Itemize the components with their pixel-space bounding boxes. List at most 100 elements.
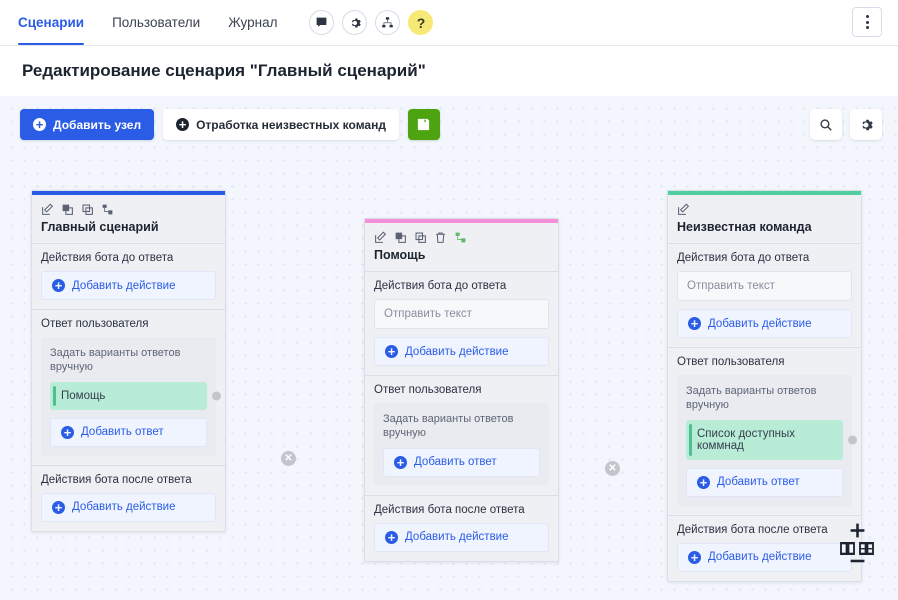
- section-label: Действия бота до ответа: [677, 252, 810, 264]
- add-action-after-button[interactable]: Добавить действие: [374, 522, 549, 552]
- answers-panel: Задать варианты ответов вручную Добавить…: [374, 403, 549, 486]
- overflow-menu-button[interactable]: [852, 7, 882, 37]
- nav-tab-scenarios-label: Сценарии: [18, 15, 85, 30]
- zoom-out-icon[interactable]: [849, 558, 866, 564]
- help-icon-glyph: ?: [416, 14, 426, 31]
- fit-selection-icon[interactable]: [859, 542, 874, 555]
- node-card-main[interactable]: Главный сценарий Действия бота до ответа…: [31, 190, 226, 532]
- add-answer-label: Добавить ответ: [81, 426, 164, 439]
- fit-view-icon[interactable]: [840, 542, 855, 555]
- add-answer-button[interactable]: Добавить ответ: [50, 417, 207, 447]
- branch-icon[interactable]: [454, 231, 467, 244]
- add-action-label: Добавить действие: [72, 279, 176, 292]
- help-icon[interactable]: ?: [408, 10, 434, 35]
- fit-buttons-row: [840, 542, 874, 555]
- sitemap-icon[interactable]: [375, 10, 401, 35]
- add-action-after-button[interactable]: Добавить действие: [677, 542, 852, 572]
- node-title: Неизвестная команда: [677, 220, 812, 234]
- add-answer-label: Добавить ответ: [414, 456, 497, 469]
- scenario-canvas[interactable]: Добавить узел Отработка неизвестных кома…: [0, 96, 898, 600]
- section-label: Ответ пользователя: [374, 384, 482, 396]
- plus-icon: [33, 118, 46, 131]
- canvas-toolbar: Добавить узел Отработка неизвестных кома…: [20, 109, 440, 140]
- chip-connector-handle[interactable]: [848, 435, 857, 445]
- node-header: Неизвестная команда: [668, 195, 861, 244]
- node-section-before: Действия бота до ответа Отправить текст …: [668, 244, 861, 348]
- copy-icon[interactable]: [394, 231, 407, 244]
- copy-icon[interactable]: [61, 203, 74, 216]
- node-section-after: Действия бота после ответа Добавить дейс…: [668, 516, 861, 581]
- node-card-help[interactable]: Помощь Действия бота до ответа Отправить…: [364, 218, 559, 562]
- answer-chip[interactable]: Список доступных коммнад: [686, 419, 857, 460]
- page-title: Редактирование сценария "Главный сценари…: [0, 46, 898, 96]
- zoom-in-icon[interactable]: [849, 522, 866, 539]
- section-label: Действия бота после ответа: [374, 503, 525, 516]
- duplicate-icon[interactable]: [81, 203, 94, 216]
- gear-icon[interactable]: [342, 10, 368, 35]
- edge-delete-main-help[interactable]: ✕: [281, 451, 296, 466]
- edit-icon[interactable]: [374, 231, 387, 244]
- zoom-controls: [840, 522, 874, 564]
- add-action-label: Добавить действие: [708, 317, 812, 330]
- add-action-before-button[interactable]: Добавить действие: [374, 337, 549, 366]
- nav-tab-journal-label: Журнал: [228, 15, 278, 30]
- trash-icon[interactable]: [434, 231, 447, 244]
- answers-panel: Задать варианты ответов вручную Список д…: [677, 375, 857, 506]
- nav-tab-journal[interactable]: Журнал: [214, 0, 291, 45]
- plus-icon: [394, 455, 407, 469]
- node-accent-bar: [668, 191, 861, 195]
- node-title: Главный сценарий: [41, 220, 159, 234]
- edge-delete-help-unknown[interactable]: ✕: [605, 461, 620, 476]
- node-section-after: Действия бота после ответа Добавить дейс…: [32, 466, 225, 531]
- plus-icon: [385, 345, 398, 358]
- add-action-after-button[interactable]: Добавить действие: [41, 492, 216, 522]
- answer-chip-label: Список доступных коммнад: [697, 427, 796, 452]
- edge-delete-glyph: ✕: [608, 462, 617, 474]
- edit-icon[interactable]: [41, 203, 54, 216]
- gear-icon[interactable]: [850, 109, 882, 140]
- search-icon[interactable]: [810, 109, 842, 140]
- section-label: Действия бота до ответа: [41, 252, 174, 264]
- nav-tab-scenarios[interactable]: Сценарии: [18, 0, 98, 45]
- before-action-field[interactable]: Отправить текст: [374, 299, 549, 329]
- node-icon-row: [374, 231, 549, 244]
- unknown-commands-button[interactable]: Отработка неизвестных команд: [163, 109, 399, 140]
- kebab-dot: [865, 26, 869, 29]
- add-action-before-button[interactable]: Добавить действие: [41, 271, 216, 300]
- chip-connector-handle[interactable]: [212, 391, 221, 401]
- answers-mode-label: Задать варианты ответов вручную: [50, 347, 181, 374]
- unknown-commands-label: Отработка неизвестных команд: [196, 117, 386, 132]
- add-action-before-button[interactable]: Добавить действие: [677, 309, 852, 338]
- nav-tab-users-label: Пользователи: [112, 15, 201, 30]
- node-section-answer: Ответ пользователя Задать варианты ответ…: [32, 310, 225, 466]
- section-label: Ответ пользователя: [677, 356, 785, 368]
- add-answer-button[interactable]: Добавить ответ: [686, 467, 843, 497]
- chat-icon[interactable]: [309, 10, 335, 35]
- add-node-button[interactable]: Добавить узел: [20, 109, 155, 140]
- answers-mode-label: Задать варианты ответов вручную: [686, 385, 817, 412]
- duplicate-icon[interactable]: [414, 231, 427, 244]
- node-header: Помощь: [365, 223, 558, 272]
- answers-mode-label: Задать варианты ответов вручную: [383, 413, 514, 440]
- section-label: Действия бота после ответа: [41, 473, 192, 486]
- answer-chip[interactable]: Помощь: [50, 381, 221, 410]
- node-accent-bar: [365, 219, 558, 223]
- save-button[interactable]: [407, 109, 440, 140]
- add-action-label: Добавить действие: [72, 501, 176, 514]
- add-action-label: Добавить действие: [708, 551, 812, 564]
- add-node-label: Добавить узел: [53, 117, 142, 132]
- node-header: Главный сценарий: [32, 195, 225, 244]
- node-card-unknown[interactable]: Неизвестная команда Действия бота до отв…: [667, 190, 862, 582]
- section-label: Действия бота до ответа: [374, 280, 507, 292]
- top-navigation: Сценарии Пользователи Журнал ?: [0, 0, 898, 46]
- branch-icon[interactable]: [101, 203, 114, 216]
- add-answer-button[interactable]: Добавить ответ: [383, 447, 540, 477]
- before-action-field[interactable]: Отправить текст: [677, 271, 852, 301]
- nav-tab-users[interactable]: Пользователи: [98, 0, 214, 45]
- kebab-dot: [865, 15, 869, 18]
- edit-icon[interactable]: [677, 203, 690, 216]
- node-accent-bar: [32, 191, 225, 195]
- nav-tabs: Сценарии Пользователи Журнал: [18, 0, 291, 45]
- kebab-dot: [865, 20, 869, 24]
